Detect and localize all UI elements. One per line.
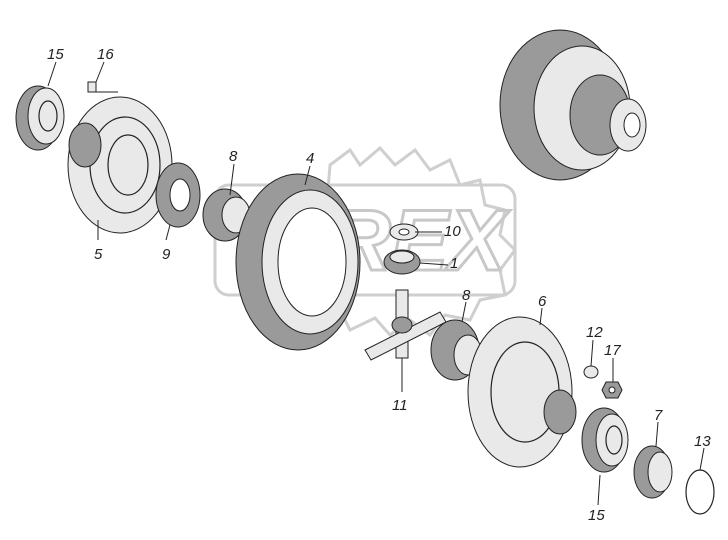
callout-15-bottom: 15 bbox=[588, 507, 605, 524]
leader-lines bbox=[47, 61, 705, 506]
part-9-thrust-washer bbox=[155, 162, 201, 228]
part-11-cross-spider bbox=[364, 289, 447, 361]
part-5-housing-half bbox=[67, 96, 173, 234]
callout-11: 11 bbox=[392, 397, 408, 414]
callout-4: 4 bbox=[306, 150, 314, 167]
part-1-pinion-gear bbox=[383, 249, 421, 275]
callout-15-top: 15 bbox=[47, 46, 64, 63]
callout-8-right: 8 bbox=[462, 287, 471, 304]
part-16-bolt bbox=[87, 81, 118, 93]
callout-7: 7 bbox=[654, 407, 663, 424]
part-10-small-washer bbox=[389, 223, 419, 241]
callout-5: 5 bbox=[94, 246, 103, 263]
part-7-adjusting-nut bbox=[633, 445, 673, 499]
part-17-nut bbox=[601, 381, 623, 399]
callout-labels: 15 16 8 4 5 9 10 1 8 6 12 17 11 7 13 15 bbox=[47, 46, 711, 524]
callout-8-left: 8 bbox=[229, 148, 238, 165]
part-12-washer bbox=[583, 365, 599, 379]
part-6-housing-half bbox=[467, 316, 577, 468]
callout-17: 17 bbox=[604, 342, 621, 359]
callout-1: 1 bbox=[450, 255, 458, 272]
callout-13: 13 bbox=[694, 433, 711, 450]
assembled-differential bbox=[499, 29, 647, 181]
part-15-bearing-left bbox=[15, 85, 65, 151]
callout-12: 12 bbox=[586, 324, 603, 341]
callout-10: 10 bbox=[444, 223, 461, 240]
part-4-ring-gear bbox=[235, 173, 361, 351]
watermark-frame bbox=[213, 183, 517, 297]
callout-16: 16 bbox=[97, 46, 114, 63]
callout-6: 6 bbox=[538, 293, 547, 310]
part-15-bearing-right bbox=[581, 407, 629, 473]
part-13-snap-ring bbox=[685, 469, 715, 515]
callout-9: 9 bbox=[162, 246, 171, 263]
